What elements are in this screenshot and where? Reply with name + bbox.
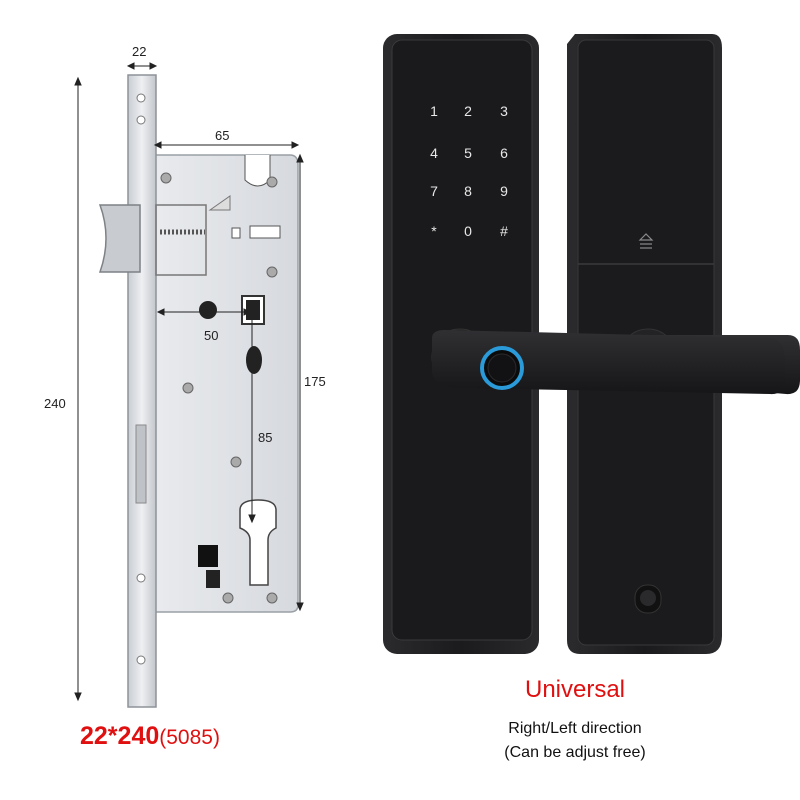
mortise-faceplate xyxy=(127,74,157,708)
keypad-key[interactable]: 1 xyxy=(430,103,438,119)
keypad-key[interactable]: 0 xyxy=(464,223,472,239)
dim-total-height: 240 xyxy=(44,396,66,411)
mortise-case xyxy=(149,154,299,613)
dim-case-width: 65 xyxy=(215,128,229,143)
model-caption: 22*240(5085) xyxy=(80,722,300,751)
keypad-key[interactable]: * xyxy=(431,223,437,239)
model-size: 22*240 xyxy=(80,722,160,750)
keypad-key[interactable]: 9 xyxy=(500,183,508,199)
dim-center-distance: 85 xyxy=(258,430,272,445)
keypad: 1 2 3 4 5 6 7 8 9 * 0 # xyxy=(430,103,508,239)
front-handle-lever xyxy=(432,330,785,395)
keypad-key[interactable]: 5 xyxy=(464,145,472,161)
dimension-lines xyxy=(74,62,304,702)
keypad-key[interactable]: 2 xyxy=(464,103,472,119)
direction-text: Right/Left direction xyxy=(508,720,642,737)
latch-bolt xyxy=(98,204,141,273)
keypad-key[interactable]: # xyxy=(500,223,508,239)
dim-faceplate-width: 22 xyxy=(132,44,146,59)
keypad-key[interactable]: 7 xyxy=(430,183,438,199)
keypad-key[interactable]: 3 xyxy=(500,103,508,119)
universal-title: Universal xyxy=(524,676,626,703)
model-code: (5085) xyxy=(159,726,220,749)
mortise-lock: 22 65 240 175 50 85 xyxy=(44,44,326,708)
keypad-key[interactable]: 6 xyxy=(500,145,508,161)
keypad-key[interactable]: 8 xyxy=(464,183,472,199)
dim-backset: 50 xyxy=(204,328,218,343)
keypad-key[interactable]: 4 xyxy=(430,145,438,161)
adjust-text: (Can be adjust free) xyxy=(504,744,646,761)
battery-cover-icon xyxy=(638,233,654,249)
dim-case-height: 175 xyxy=(304,374,326,389)
